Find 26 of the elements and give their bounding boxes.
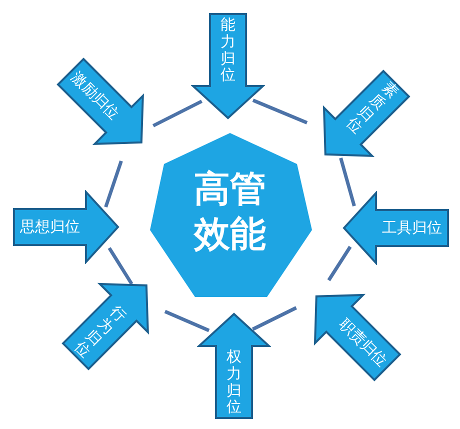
- connector-line: [152, 100, 203, 128]
- connector-line: [339, 158, 356, 206]
- arrow-shape: [324, 70, 410, 156]
- arrow-shape: [58, 58, 143, 144]
- arrow-shape: [62, 284, 148, 370]
- arrow-shape: [344, 193, 448, 263]
- arrow-label: 工具归位: [382, 219, 442, 237]
- connector-line: [108, 247, 134, 285]
- arrow-label: 激励归位: [67, 68, 122, 123]
- connector-line: [164, 310, 210, 332]
- connector-line: [327, 246, 352, 282]
- arrow-label: 思想归位: [20, 218, 80, 236]
- arrow-label: 行为归位: [70, 303, 129, 362]
- arrow-shape: [193, 14, 263, 118]
- connector-line: [104, 160, 123, 208]
- arrow-shape: [315, 295, 400, 380]
- connector-line: [252, 306, 298, 331]
- arrow-shape: [199, 314, 269, 418]
- arrow-label: 能力归位: [220, 16, 236, 84]
- arrow-shape: [14, 192, 118, 262]
- heptagon-shape: [150, 133, 312, 297]
- connector-line: [252, 98, 308, 124]
- arrow-label: 职责归位: [336, 316, 391, 371]
- center-label: 高管效能: [194, 168, 268, 257]
- arrow-label: 权力归位: [226, 348, 242, 416]
- arrow-label: 素质归位: [343, 78, 402, 137]
